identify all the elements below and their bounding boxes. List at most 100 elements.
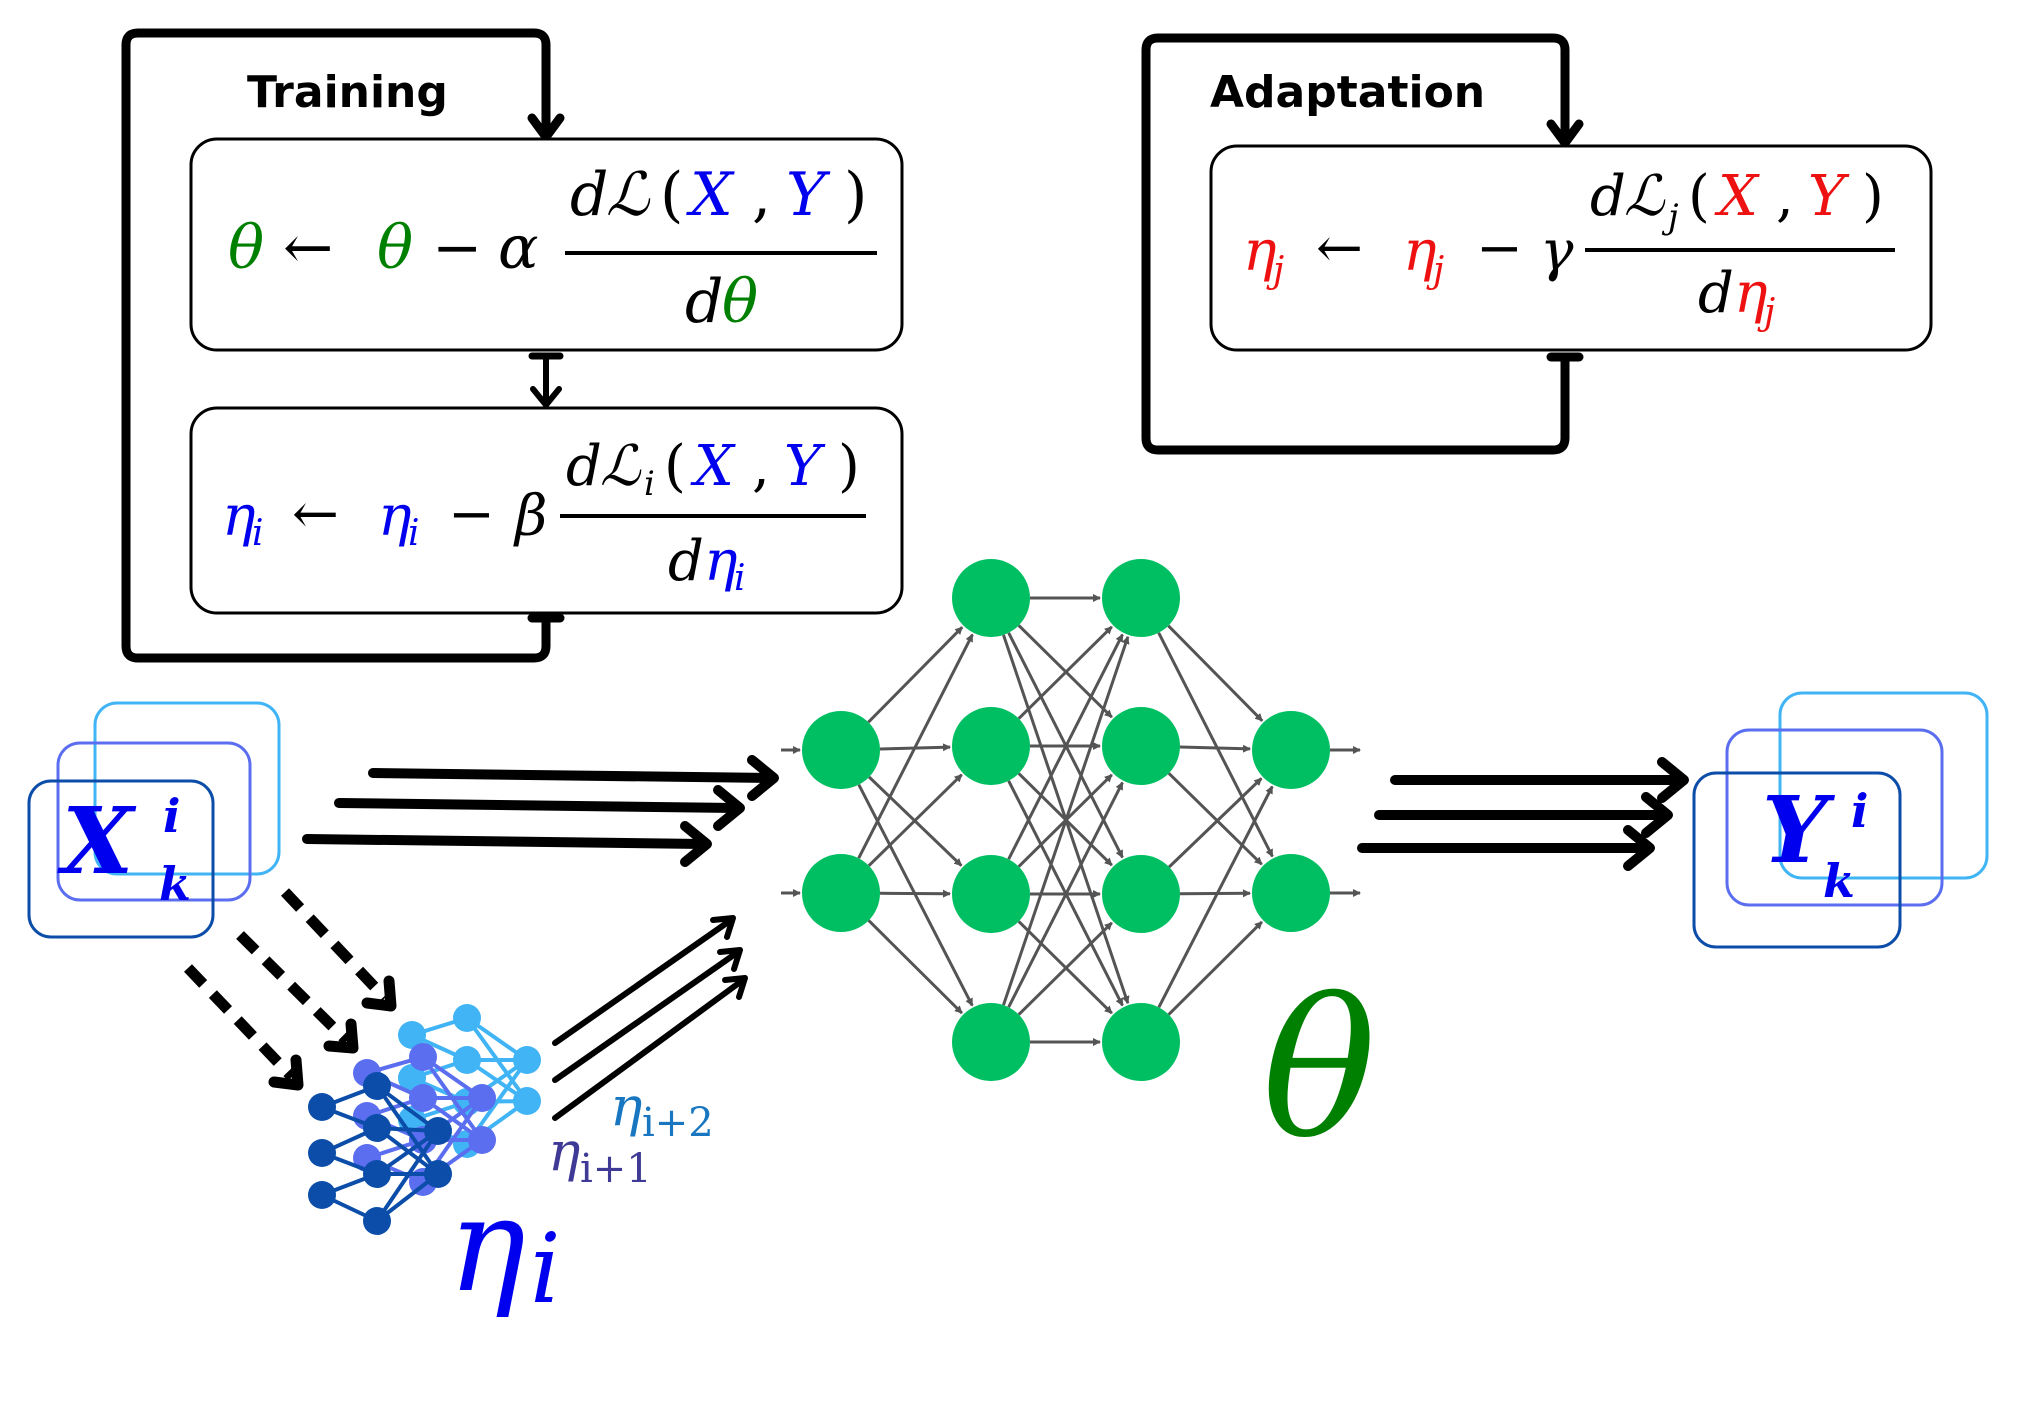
adapter-arrow-2-head <box>717 947 743 972</box>
output-frame-middle <box>1725 728 1944 907</box>
adapt-den-d: d <box>1698 261 1734 326</box>
dashed-arrow-1-head <box>361 975 397 1012</box>
eq2-minus: − <box>448 482 495 547</box>
eq2-rhs-sub: i <box>408 513 420 554</box>
output-arrow-1-head <box>1657 757 1689 803</box>
input-superscript: i <box>163 789 180 843</box>
output-frame-front <box>1692 771 1902 949</box>
eq1-alpha: α <box>498 213 539 283</box>
network-edge <box>1157 785 1274 1008</box>
training-loop: Training θ ← θ − α d ℒ ( X , Y ) d θ η <box>121 28 904 663</box>
network-edge <box>1167 624 1264 722</box>
adapter-node <box>308 1093 336 1121</box>
network-node-layer-1 <box>952 559 1030 637</box>
network-edge <box>1002 635 1130 1006</box>
adaptation-title: Adaptation <box>1210 67 1485 118</box>
adapt-num-comma: , <box>1776 164 1794 229</box>
network-edge <box>1179 744 1252 753</box>
adapter-arrow-1 <box>552 917 734 1046</box>
output-subscript: k <box>1823 854 1855 908</box>
adapt-den-eta: η <box>1734 261 1768 326</box>
eq2-num-close: ) <box>838 434 860 499</box>
output-data-stack: Y i k <box>1692 691 1989 949</box>
eq2-num-L: ℒ <box>600 434 642 499</box>
eq2-num-open: ( <box>664 434 686 499</box>
output-arrow-2-head <box>1641 792 1673 838</box>
network-node-layer-0 <box>802 854 880 932</box>
input-frame-front <box>27 779 215 939</box>
adapt-num-Y: Y <box>1808 164 1850 229</box>
adapter-arrow-3 <box>552 977 746 1121</box>
forward-arrow-2 <box>334 798 741 813</box>
adapt-num-close: ) <box>1862 164 1884 229</box>
eq2-den-d: d <box>668 529 704 594</box>
adapter-node <box>363 1072 391 1100</box>
adapter-networks <box>308 1004 541 1235</box>
dashed-arrow-3 <box>184 964 296 1081</box>
adapter-node <box>409 1043 437 1071</box>
eq2-num-sub: i <box>644 464 655 504</box>
forward-arrow-3-head <box>680 821 712 867</box>
network-node-layer-2 <box>1102 707 1180 785</box>
network-edge <box>1017 625 1113 720</box>
adapt-num-d: d <box>1590 164 1626 229</box>
adapter-labels: η i+2 η i+1 η i <box>448 1075 714 1325</box>
eq2-den-eta: η <box>704 529 738 594</box>
adapter-node <box>363 1207 391 1235</box>
training-loop-arrowhead <box>527 113 565 142</box>
dashed-arrow-2-head <box>323 1018 359 1054</box>
eq2-num-comma: , <box>752 434 770 499</box>
label-eta-i-plus-2: η <box>610 1075 642 1138</box>
training-equation-eta-i: η i ← η i − β d ℒ i ( X , Y ) d η i <box>222 434 866 599</box>
eq1-rhs-theta: θ <box>377 213 413 283</box>
output-frame-back <box>1778 691 1989 880</box>
eq2-lhs-eta: η <box>222 484 256 549</box>
eq2-num-d: d <box>566 434 602 499</box>
training-title: Training <box>247 67 448 118</box>
adaptation-loop-arrowhead <box>1546 119 1584 148</box>
eq2-num-Y: Y <box>784 434 826 499</box>
adapter-to-network-arrows <box>552 915 748 1121</box>
adapt-gamma: γ <box>1540 219 1574 284</box>
network-node-layer-1 <box>952 1003 1030 1081</box>
eq1-num-Y: Y <box>786 160 831 230</box>
network-edge <box>1157 632 1274 858</box>
adapter-eta-i <box>308 1072 452 1235</box>
input-data-stack: X i k <box>27 701 281 939</box>
eq2-lhs-sub: i <box>252 513 264 554</box>
label-eta-i-sub: i <box>530 1213 561 1325</box>
output-symbol-Y: Y <box>1762 776 1836 884</box>
adaptation-eq-box <box>1209 144 1933 352</box>
network-node-layer-0 <box>802 711 880 789</box>
adapt-lhs-eta: η <box>1243 219 1277 284</box>
training-eq2-box <box>189 406 904 615</box>
eq1-num-close: ) <box>844 160 867 230</box>
network-node-layer-3 <box>1252 854 1330 932</box>
network-edge <box>1007 633 1124 860</box>
dashed-arrow-1 <box>280 888 390 1002</box>
eq1-lhs-theta: θ <box>228 213 264 283</box>
label-eta-i-plus-2-sub: i+2 <box>642 1100 714 1146</box>
network-node-layer-2 <box>1102 559 1180 637</box>
network-node-layer-1 <box>952 707 1030 785</box>
label-eta-i-plus-1-sub: i+1 <box>580 1146 652 1192</box>
adapter-node <box>453 1046 481 1074</box>
adapter-node <box>398 1021 426 1049</box>
connector-arrowhead <box>530 386 562 408</box>
forward-arrow-1 <box>368 768 775 783</box>
network-edge <box>1167 772 1263 866</box>
network-node-layer-2 <box>1102 855 1180 933</box>
input-frame-back <box>93 701 281 876</box>
input-frame-middle <box>56 741 252 902</box>
eq1-den-theta: θ <box>722 267 758 337</box>
adapter-arrow-1-head <box>710 915 736 940</box>
network-to-output-arrows <box>1357 757 1689 871</box>
network-node-layer-3 <box>1252 711 1330 789</box>
eq1-num-comma: , <box>752 160 771 230</box>
adapt-num-L: ℒ <box>1624 164 1666 229</box>
adapter-node <box>409 1084 437 1112</box>
input-subscript: k <box>159 857 191 911</box>
network-edge <box>1017 921 1113 1016</box>
adapter-node <box>513 1046 541 1074</box>
adapt-num-X: X <box>1714 164 1760 229</box>
